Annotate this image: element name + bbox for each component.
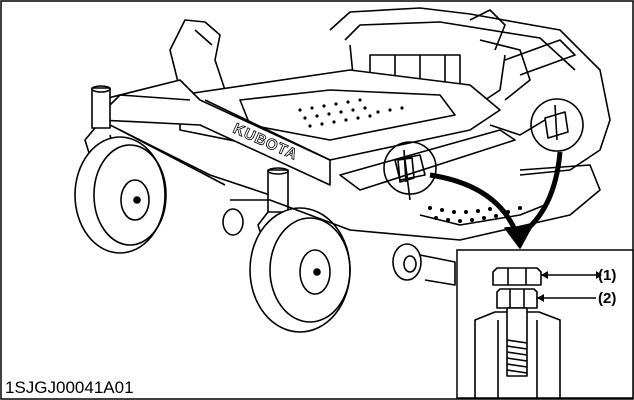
mower-illustration [74,7,611,333]
bolt-head-shape [492,267,542,286]
lock-nut-shape [496,288,538,309]
callout-label-1: (1) [598,267,616,284]
figure-code: 1SJGJ00041A01 [5,378,134,397]
callout-label-2: (2) [598,290,616,307]
inset-detail [456,249,634,399]
